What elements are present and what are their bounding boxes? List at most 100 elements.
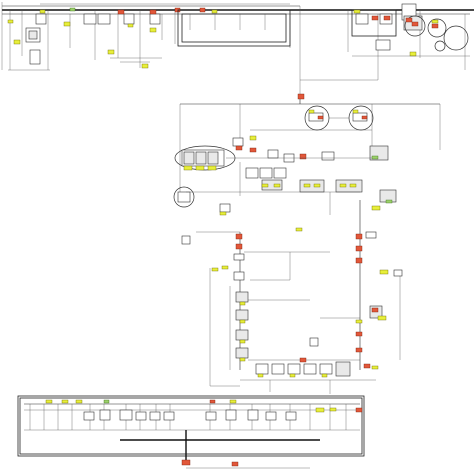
red-tag	[235, 243, 243, 250]
equipment-box	[235, 291, 249, 303]
top-right-equipment	[300, 3, 470, 81]
yellow-tag	[107, 49, 115, 55]
yellow-tag	[221, 265, 229, 270]
red-tag	[209, 399, 216, 404]
bottom-frame	[17, 395, 365, 457]
yellow-tag	[329, 407, 337, 412]
equipment-box	[265, 411, 277, 421]
red-tag	[299, 357, 307, 363]
equipment-box	[83, 13, 97, 25]
yellow-tag	[63, 21, 71, 27]
yellow-tag	[353, 9, 361, 14]
equipment-box	[119, 409, 133, 421]
equipment-box	[393, 269, 403, 277]
equipment-box	[225, 409, 237, 421]
yellow-tag	[249, 135, 257, 141]
equipment-box	[233, 253, 245, 261]
equipment-box	[181, 235, 191, 245]
upper-middle	[173, 93, 441, 232]
equipment-box	[177, 191, 191, 203]
red-tag	[355, 233, 363, 240]
yellow-tag	[315, 407, 325, 413]
yellow-tag	[195, 165, 205, 171]
equipment-box	[163, 411, 175, 421]
equipment-box	[123, 13, 135, 25]
yellow-tag	[127, 23, 134, 28]
motor-ring	[434, 40, 446, 52]
equipment-box	[309, 337, 319, 347]
equipment-box	[365, 231, 377, 239]
green-tag	[385, 199, 393, 204]
equipment-box	[99, 409, 111, 421]
red-tag	[231, 461, 239, 467]
top-left-equipment	[7, 7, 181, 69]
yellow-tag	[211, 9, 218, 14]
equipment-inner	[28, 30, 38, 40]
equipment-box	[247, 409, 259, 421]
yellow-tag	[303, 183, 311, 188]
yellow-tag	[39, 9, 46, 14]
equipment-box	[233, 271, 245, 281]
yellow-tag	[257, 373, 264, 378]
yellow-tag	[371, 205, 381, 211]
red-tag	[317, 115, 324, 120]
equipment-box	[299, 179, 325, 193]
panel-frame	[177, 9, 291, 47]
red-tag	[431, 23, 439, 29]
yellow-tag	[261, 183, 269, 188]
yellow-tag	[409, 51, 417, 57]
equipment-box	[235, 329, 249, 341]
yellow-tag	[207, 165, 217, 171]
equipment-box	[355, 13, 369, 25]
yellow-tag	[352, 109, 359, 114]
equipment-box	[321, 151, 335, 161]
red-tag	[297, 93, 305, 100]
equipment-box	[35, 13, 47, 25]
equipment-box	[135, 411, 147, 421]
equipment-box	[235, 347, 249, 359]
equipment-box	[319, 363, 333, 375]
center-loop	[181, 200, 403, 394]
yellow-tag	[308, 109, 315, 114]
yellow-tag	[377, 315, 387, 321]
switch-ring	[173, 186, 195, 208]
red-tag	[235, 145, 243, 151]
yellow-tag	[229, 399, 237, 404]
red-tag	[235, 233, 243, 240]
yellow-tag	[321, 373, 328, 378]
yellow-tag	[219, 211, 227, 216]
equipment-box	[149, 411, 161, 421]
red-tag	[355, 347, 363, 353]
yellow-tag	[183, 165, 193, 171]
equipment-inner	[207, 151, 219, 165]
red-tag	[355, 257, 363, 264]
yellow-tag	[349, 183, 357, 188]
equipment-box	[259, 167, 273, 179]
yellow-tag	[313, 183, 321, 188]
red-tag	[149, 9, 157, 15]
equipment-box	[267, 149, 279, 159]
yellow-tag	[371, 365, 379, 370]
yellow-tag	[289, 373, 296, 378]
equipment-box	[219, 203, 231, 213]
red-tag	[383, 15, 391, 21]
yellow-tag	[149, 27, 157, 33]
equipment-box	[83, 411, 95, 421]
equipment-box	[29, 49, 41, 65]
equipment-inner	[183, 151, 195, 165]
equipment-box	[205, 411, 217, 421]
yellow-tag	[431, 19, 439, 24]
yellow-tag	[7, 19, 14, 24]
green-tag	[371, 155, 379, 160]
red-tag	[361, 115, 368, 120]
red-tag	[363, 363, 371, 369]
equipment-box	[303, 363, 317, 375]
equipment-box	[285, 411, 297, 421]
bottom-frame-inner	[19, 397, 363, 455]
yellow-tag	[239, 357, 246, 362]
red-tag	[249, 147, 257, 153]
yellow-tag	[355, 319, 363, 324]
equipment-box	[232, 137, 244, 147]
equipment-box	[287, 363, 301, 375]
